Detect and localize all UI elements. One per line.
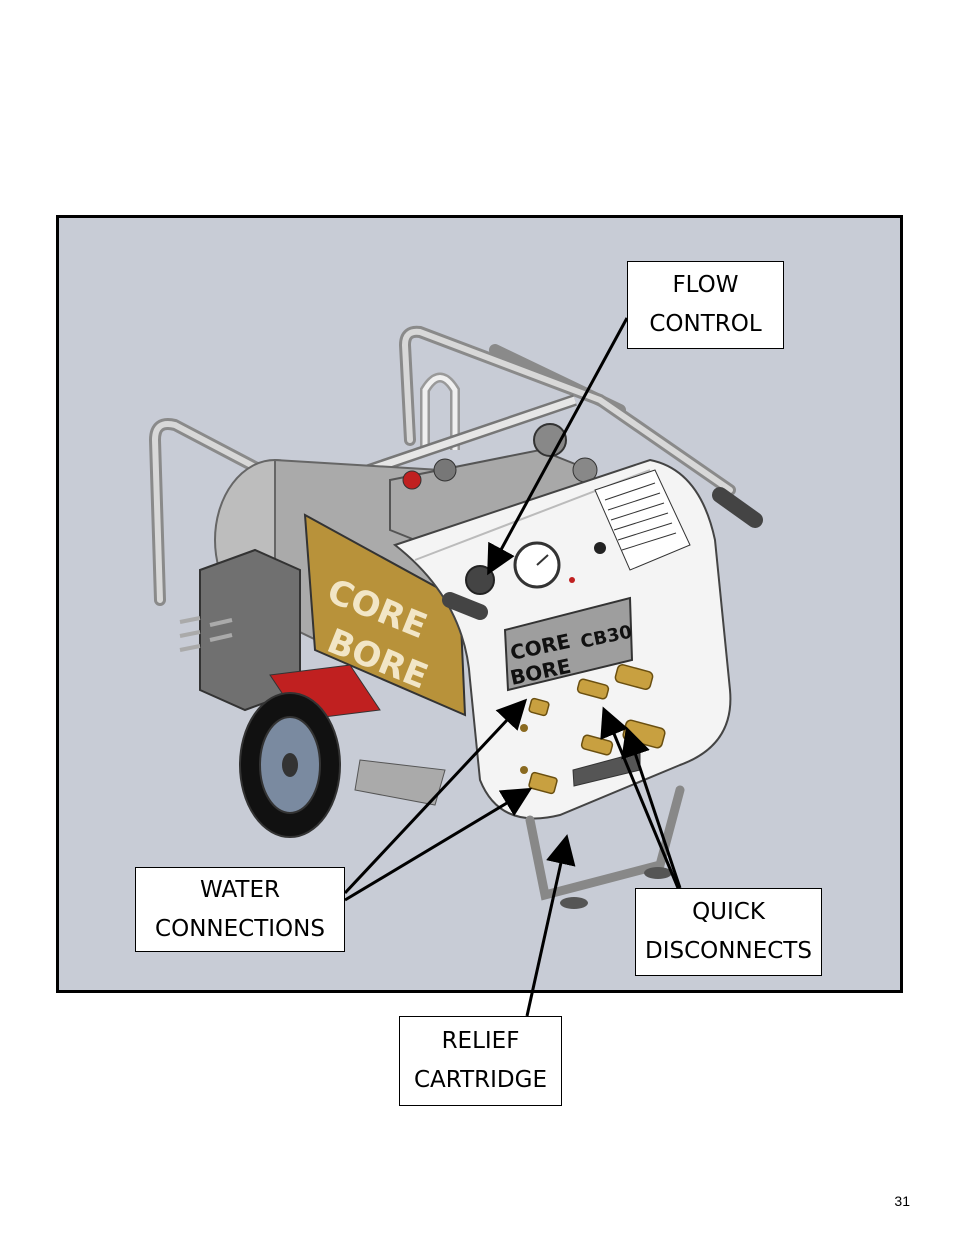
quick-disconnects-line1: QUICK	[692, 899, 765, 925]
water-connections-line2: CONNECTIONS	[155, 915, 325, 942]
callout-arrows	[343, 317, 682, 1017]
quick-disconnect-arrow-1	[600, 706, 680, 889]
flow-control-knob-shape	[465, 565, 495, 595]
water-arrow-lower	[344, 787, 533, 902]
flow-control-callout: FLOW CONTROL	[627, 261, 784, 349]
relief-cartridge-arrow	[525, 834, 576, 1017]
flow-control-arrow	[487, 317, 629, 576]
relief-cartridge-callout: RELIEF CARTRIDGE	[399, 1016, 562, 1106]
relief-cartridge-line2: CARTRIDGE	[414, 1067, 547, 1093]
relief-cartridge-line1: RELIEF	[441, 1028, 520, 1054]
water-connections-line1: WATER	[200, 876, 280, 903]
flow-control-line1: FLOW	[672, 272, 739, 298]
water-arrow-upper	[343, 698, 528, 895]
quick-disconnects-callout: QUICK DISCONNECTS	[635, 888, 822, 976]
side-logo-panel	[303, 513, 467, 717]
quick-disconnects-line2: DISCONNECTS	[645, 938, 812, 964]
flow-control-line2: CONTROL	[649, 311, 762, 337]
water-connections-callout: WATER CONNECTIONS	[135, 867, 345, 952]
page-number: 31	[894, 1193, 910, 1209]
model-badge	[503, 596, 634, 692]
quick-disconnect-arrow-2	[621, 726, 682, 889]
